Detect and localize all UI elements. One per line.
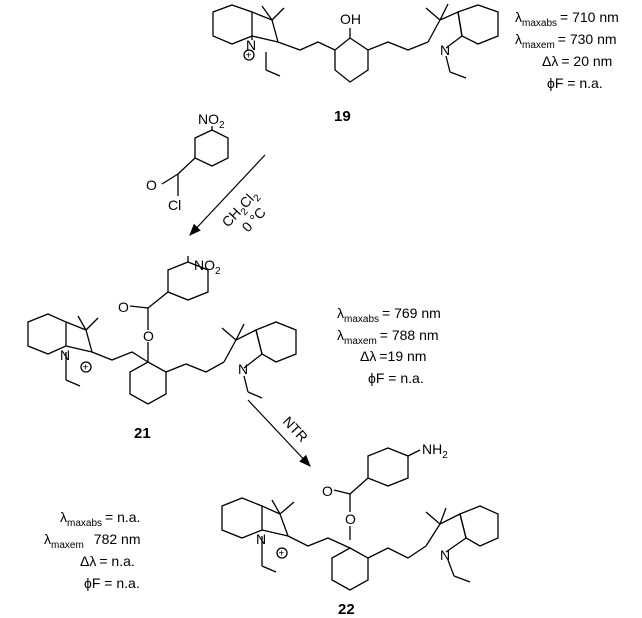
compound-19-properties: λmaxabs= 710 nm λmaxem= 730 nm Δλ= 20 nm…	[515, 9, 619, 91]
c21-carbonyl-o: O	[118, 299, 129, 315]
c21-n-left: N	[60, 347, 70, 363]
ntr-label: NTR	[280, 413, 311, 445]
reagent-carbonyl-o: O	[146, 177, 157, 193]
c22-carbonyl-o: O	[322, 483, 333, 499]
c19-charge: +	[246, 51, 252, 62]
compound-21-label: 21	[134, 425, 151, 442]
reagent-4-nitrobenzoyl-chloride: NO2 O Cl	[146, 111, 229, 213]
c22-charge: +	[279, 549, 285, 560]
conditions-label: CH2Cl2 0 °C	[218, 191, 268, 235]
c21-n-right: N	[238, 361, 248, 377]
reagent-chloride: Cl	[168, 197, 181, 213]
c22-ester-o: O	[345, 511, 356, 527]
c19-n-right: N	[440, 42, 450, 58]
compound-21-properties: λmaxabs= 769 nm λmaxem= 788 nm Δλ=19 nm …	[337, 305, 441, 386]
c21-emission: λmaxem= 788 nm	[337, 327, 439, 347]
compound-19-label: 19	[334, 108, 351, 125]
c21-charge: +	[83, 363, 89, 374]
c22-amine: NH2	[422, 441, 448, 461]
c19-absorbance: λmaxabs= 710 nm	[515, 9, 619, 29]
c19-emission: λmaxem= 730 nm	[515, 31, 617, 51]
reaction-arrow-2	[247, 399, 311, 467]
reaction-arrow-1	[189, 154, 266, 236]
c21-ester-o: O	[143, 328, 154, 344]
c19-hydroxyl: OH	[340, 11, 361, 27]
c21-quantum-yield: ϕF = n.a.	[368, 370, 424, 386]
c22-n-left: N	[256, 531, 266, 547]
c21-nitro: NO2	[194, 257, 221, 277]
compound-22-label: 22	[338, 601, 355, 618]
compound-19-structure: N + OH N	[212, 3, 499, 83]
c22-quantum-yield: ϕF = n.a.	[84, 575, 140, 591]
svg-text:NTR: NTR	[280, 413, 311, 445]
c19-stokes-shift: Δλ= 20 nm	[542, 53, 612, 69]
c19-n-left: N	[246, 37, 256, 53]
c19-quantum-yield: ϕF = n.a.	[547, 75, 603, 91]
reagent-nitro: NO2	[198, 111, 225, 131]
c22-stokes-shift: Δλ= n.a.	[80, 553, 135, 569]
c21-stokes-shift: Δλ=19 nm	[360, 348, 426, 364]
compound-21-structure: NO2 O O N + N	[27, 256, 297, 405]
compound-22-structure: NH2 O O N + N	[221, 441, 499, 591]
c22-n-right: N	[440, 547, 450, 563]
c22-absorbance: λmaxabs= n.a.	[60, 509, 140, 529]
c21-absorbance: λmaxabs= 769 nm	[337, 305, 441, 325]
